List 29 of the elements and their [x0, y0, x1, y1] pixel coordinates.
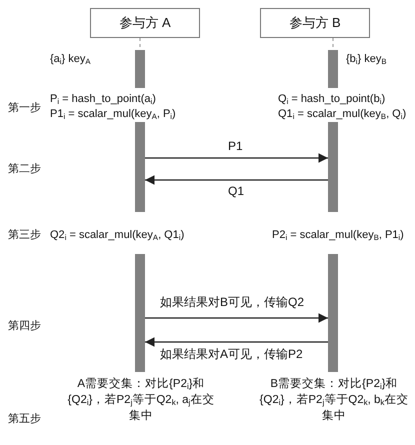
step-label: 第五步 [8, 412, 41, 426]
arrow [145, 337, 328, 347]
step-label: 第四步 [8, 319, 41, 333]
step-label: 第二步 [8, 162, 41, 176]
note-text: A需要交集：对比{P2$_{i}$}和{Q2$_{i}$}，若P2$_{j}$等于Q2$_{k}$, a$_{j}$在交集中 [66, 376, 216, 424]
arrow [145, 313, 328, 323]
edge-label: P1 [226, 139, 245, 153]
edge-label: Q1 [226, 184, 246, 198]
arrow [145, 153, 328, 163]
step-label: 第一步 [8, 101, 41, 115]
activation-bar [135, 254, 145, 372]
formula-text: P1$_{i}$ = scalar_mul(key$_{A}$, P$_{i}$) [50, 107, 176, 121]
activation-bar [135, 122, 145, 212]
formula-text: P$_{i}$ = hash_to_point(a$_{i}$) [50, 92, 156, 106]
formula-text: Q1$_{i}$ = scalar_mul(key$_{B}$, Q$_{i}$) [278, 107, 406, 121]
participant-box: 参与方 B [260, 8, 370, 38]
formula-text: Q$_{i}$ = hash_to_point(b$_{i}$) [278, 92, 386, 106]
formula-text: {a$_{i}$} key$_{A}$ [50, 52, 91, 66]
edge-label: 如果结果对B可见，传输Q2 [158, 294, 306, 311]
formula-text: Q2$_{i}$ = scalar_mul(key$_{A}$, Q1$_{i}$) [50, 228, 184, 242]
activation-bar [328, 122, 338, 212]
edge-label: 如果结果对A可见，传输P2 [158, 346, 305, 363]
activation-bar [328, 254, 338, 372]
note-text: B需要交集：对比{P2$_{i}$}和{Q2$_{i}$}，若P2$_{j}$等于Q2$_{k}$, b$_{k}$在交集中 [258, 376, 410, 424]
participant-box: 参与方 A [90, 8, 200, 38]
step-label: 第三步 [8, 228, 41, 242]
arrow [145, 175, 328, 185]
formula-text: {b$_{i}$} key$_{B}$ [346, 52, 387, 66]
formula-text: P2$_{i}$ = scalar_mul(key$_{B}$, P1$_{i}$) [272, 228, 404, 242]
